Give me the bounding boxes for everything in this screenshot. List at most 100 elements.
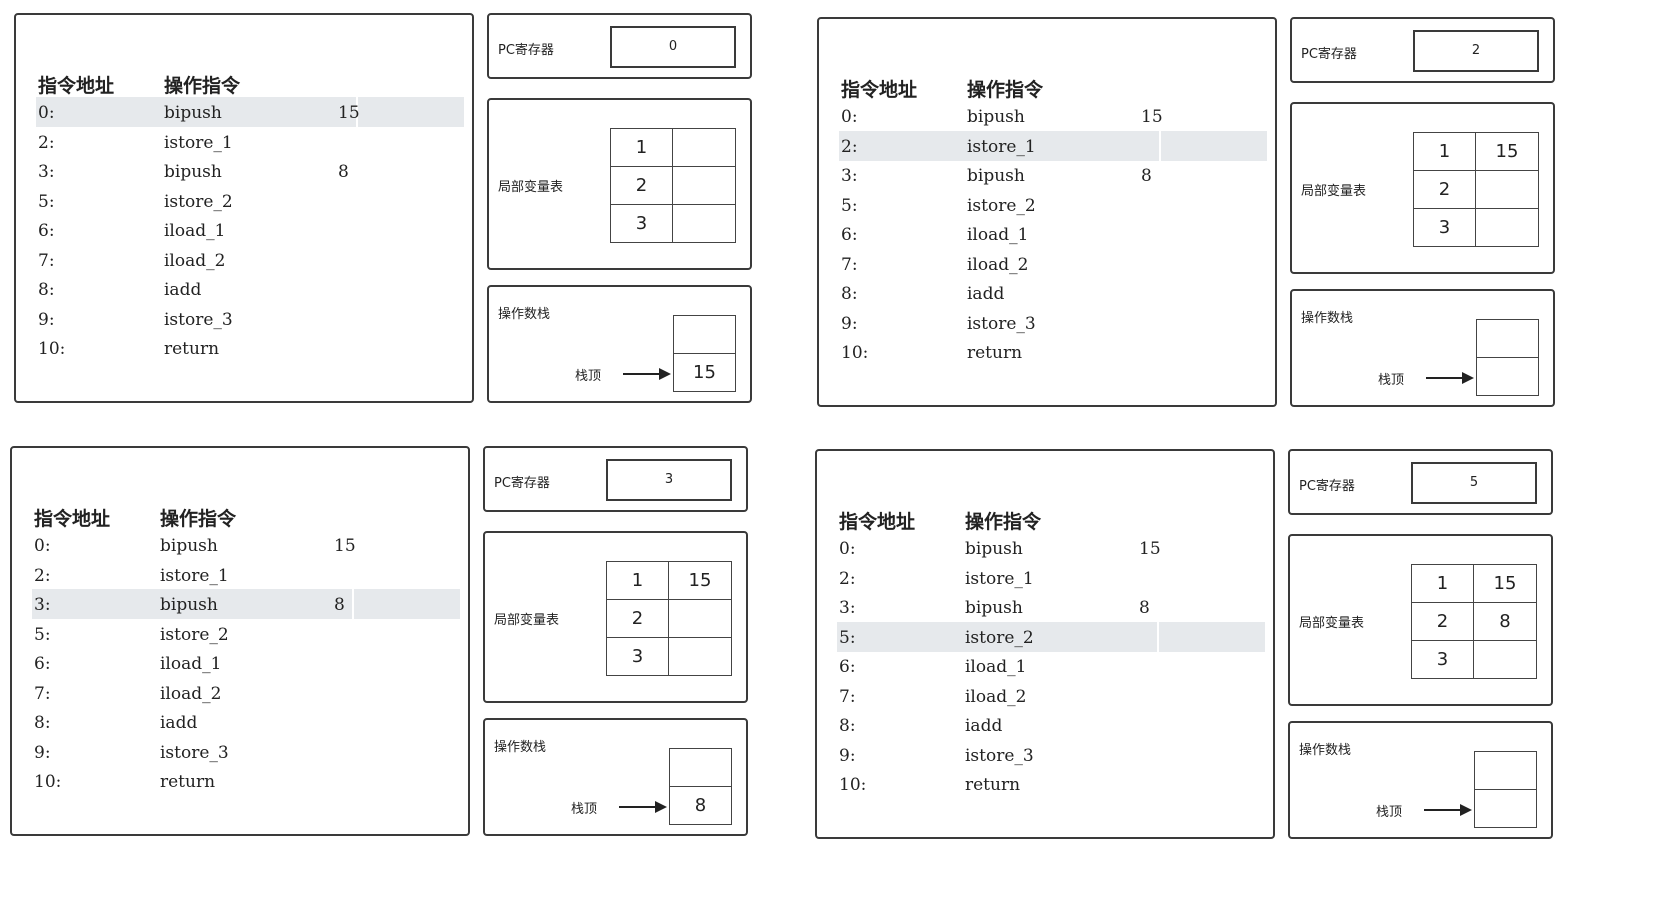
cell-divider	[1159, 130, 1161, 161]
instruction-row: 10:return	[837, 769, 1265, 799]
instruction-operand: 8	[334, 595, 345, 615]
instruction-address: 0:	[38, 103, 55, 123]
local-slot-index: 2	[1411, 602, 1474, 641]
instruction-row: 6:iload_1	[36, 215, 464, 245]
addr-header: 指令地址	[38, 75, 115, 97]
instruction-opcode: return	[967, 343, 1023, 363]
instruction-operand: 15	[1141, 107, 1163, 127]
instruction-address: 8:	[839, 716, 856, 736]
op-header: 操作指令	[967, 79, 1044, 101]
instruction-address: 7:	[841, 254, 858, 275]
instruction-opcode: iadd	[965, 716, 1003, 736]
instruction-address: 7:	[839, 686, 856, 707]
stack-top-arrow	[1424, 804, 1472, 816]
instruction-address: 0:	[841, 107, 858, 127]
instruction-address: 9:	[38, 309, 55, 330]
instruction-address: 6:	[841, 225, 858, 245]
instruction-row: 8:iadd	[32, 707, 460, 737]
instruction-opcode: istore_2	[164, 191, 233, 212]
pc-register-label: PC寄存器	[1299, 479, 1355, 494]
instruction-row: 6:iload_1	[837, 651, 1265, 681]
operand-stack-box: 操作数栈栈顶	[1288, 721, 1553, 839]
instruction-address: 6:	[839, 657, 856, 677]
instruction-row: 2:istore_1	[839, 130, 1267, 161]
instruction-opcode: iadd	[967, 284, 1005, 304]
instruction-opcode: istore_3	[967, 313, 1036, 334]
instruction-opcode: istore_1	[160, 565, 229, 586]
instruction-opcode: istore_1	[965, 568, 1034, 589]
instruction-row: 9: istore_3	[839, 308, 1267, 338]
instruction-row: 2:istore_1	[36, 127, 464, 157]
instruction-address: 6:	[34, 654, 51, 674]
stack-slot	[1474, 751, 1537, 790]
instruction-address: 3:	[34, 595, 51, 615]
instruction-row: 8: iadd	[837, 710, 1265, 740]
local-slot-index: 2	[1413, 170, 1476, 209]
instruction-opcode: istore_2	[965, 627, 1034, 648]
local-slot-index: 3	[606, 637, 669, 676]
instruction-opcode: iload_2	[164, 250, 226, 271]
instruction-opcode: bipush	[164, 162, 222, 182]
stack-top-label: 栈顶	[1376, 805, 1403, 820]
instruction-row: 6:iload_1	[32, 648, 460, 678]
instruction-opcode: istore_3	[164, 309, 233, 330]
instruction-address: 0:	[34, 536, 51, 556]
instruction-opcode: bipush	[967, 107, 1025, 127]
local-slot-value	[672, 204, 736, 243]
instruction-opcode: iload_1	[967, 225, 1029, 245]
pc-register-value: 3	[606, 459, 732, 501]
instruction-address: 9:	[841, 313, 858, 334]
instruction-address: 2:	[841, 136, 858, 157]
instruction-address: 5:	[841, 195, 858, 216]
instruction-opcode: bipush	[164, 103, 222, 123]
stack-slot	[669, 748, 732, 787]
cell-divider	[1157, 621, 1159, 652]
local-variable-table-label: 局部变量表	[494, 613, 560, 628]
local-variable-table-label: 局部变量表	[1299, 616, 1365, 631]
instruction-address: 10:	[841, 343, 869, 363]
operand-stack-label: 操作数栈	[498, 307, 551, 322]
instruction-row: 10:return	[32, 766, 460, 796]
pc-register-value: 2	[1413, 30, 1539, 72]
instruction-opcode: return	[965, 775, 1021, 795]
instruction-row: 0: bipush 15	[839, 101, 1267, 131]
instruction-row: 2:istore_1	[837, 563, 1265, 593]
addr-header: 指令地址	[841, 79, 918, 101]
instruction-row: 5:istore_2	[32, 619, 460, 649]
addr-header: 指令地址	[839, 511, 916, 533]
local-slot-value	[1475, 170, 1539, 209]
instruction-address: 3:	[38, 162, 55, 182]
instruction-row: 5:istore_2	[837, 621, 1265, 652]
instruction-address: 2:	[38, 132, 55, 153]
instruction-row: 9: istore_3	[36, 304, 464, 334]
instruction-opcode: istore_2	[967, 195, 1036, 216]
instruction-opcode: iload_2	[160, 683, 222, 704]
instruction-address: 8:	[38, 280, 55, 300]
instruction-row: 9:istore_3	[32, 737, 460, 767]
instruction-operand: 15	[1139, 539, 1161, 559]
instruction-row: 8:iadd	[36, 274, 464, 304]
local-variable-table-label: 局部变量表	[498, 180, 564, 195]
pc-register-value: 5	[1411, 462, 1537, 504]
instruction-opcode: bipush	[965, 598, 1023, 618]
instruction-opcode: bipush	[160, 595, 218, 615]
local-slot-index: 2	[606, 599, 669, 638]
instruction-address: 10:	[34, 772, 62, 792]
local-slot-index: 1	[1411, 564, 1474, 603]
instruction-opcode: bipush	[160, 536, 218, 556]
instruction-row: 5: istore_2	[839, 190, 1267, 220]
instruction-address: 3:	[841, 166, 858, 186]
local-slot-value	[672, 128, 736, 167]
instruction-row: 2:istore_1	[32, 560, 460, 590]
instruction-address: 9:	[34, 742, 51, 763]
